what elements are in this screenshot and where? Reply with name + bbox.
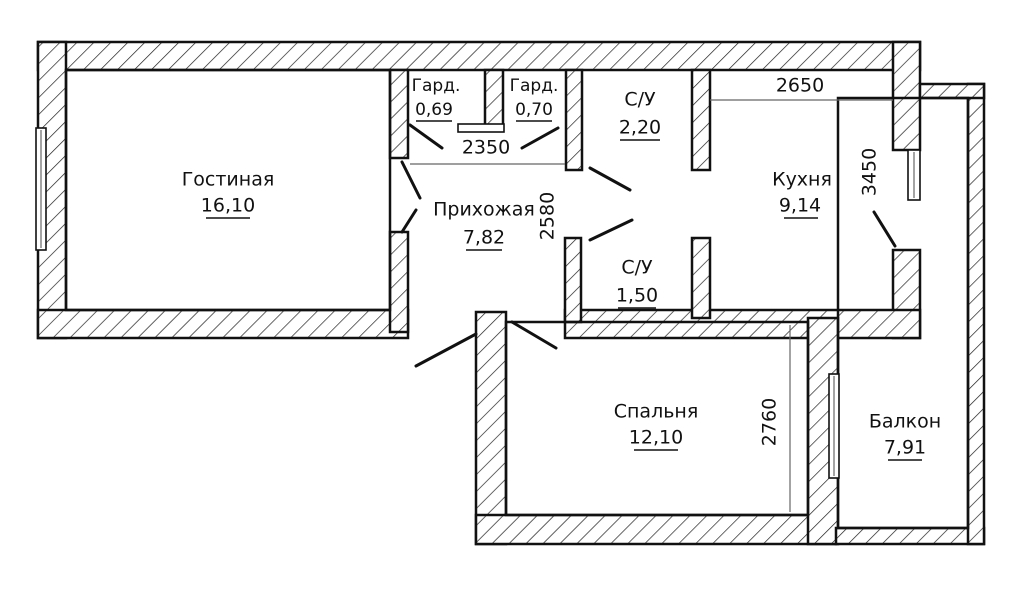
- wall-bath2-right: [690, 236, 712, 320]
- wall-bath2-left: [563, 236, 583, 324]
- wall-balcony-bottom: [834, 526, 986, 546]
- room-outlines: [64, 68, 970, 530]
- walls: [36, 40, 986, 546]
- wardrobe1-area: 0,69: [415, 100, 453, 120]
- windows: [35, 127, 921, 479]
- door-living: [400, 160, 422, 200]
- wall-right-upper: [891, 40, 922, 152]
- dim-kitchen-width: 2650: [776, 75, 824, 97]
- wall-living-hall-lower: [388, 230, 410, 334]
- door-entrance: [414, 332, 478, 368]
- door-wardrobe1: [408, 123, 444, 150]
- living-outline: [64, 68, 392, 312]
- living-room-name: Гостиная: [182, 169, 275, 191]
- bath2-area: 1,50: [616, 285, 658, 307]
- dim-kitchen-depth: 3450: [859, 148, 881, 196]
- wall-kitchen-bottom: [563, 308, 922, 340]
- door-living-2: [400, 208, 418, 234]
- bath1-name: С/У: [624, 89, 656, 111]
- wall-living-bottom: [36, 308, 410, 340]
- door-bath1: [588, 166, 632, 192]
- door-kitchen: [872, 210, 897, 248]
- wardrobe2-area: 0,70: [515, 100, 553, 120]
- door-wardrobe-frame: [457, 123, 505, 133]
- hall-name: Прихожая: [433, 199, 535, 221]
- bedroom-name: Спальня: [614, 401, 699, 423]
- dim-hall-width: 2350: [462, 137, 510, 159]
- doors: [400, 123, 897, 368]
- wall-living-hall-upper: [388, 68, 410, 160]
- wardrobe2-name: Гард.: [510, 76, 559, 96]
- bedroom-outline: [504, 320, 810, 517]
- bedroom-area: 12,10: [629, 427, 683, 449]
- wall-balcony-right: [966, 82, 986, 546]
- wall-bedroom-bottom: [474, 513, 838, 546]
- wall-bath1-kitchen: [690, 68, 712, 172]
- wall-bath1-left: [564, 68, 584, 172]
- door-bedroom: [510, 320, 558, 350]
- living-room-area: 16,10: [201, 195, 255, 217]
- wall-wardrobe-divider: [483, 68, 505, 130]
- wardrobe1-name: Гард.: [412, 76, 461, 96]
- wall-balcony-top: [918, 82, 986, 100]
- balcony-name: Балкон: [869, 411, 941, 433]
- kitchen-name: Кухня: [772, 169, 832, 191]
- kitchen-area: 9,14: [779, 195, 821, 217]
- bath1-area: 2,20: [619, 117, 661, 139]
- door-wardrobe2: [520, 126, 560, 150]
- dim-bedroom-depth: 2760: [759, 398, 781, 446]
- bath2-name: С/У: [621, 257, 653, 279]
- balcony-outline: [836, 96, 970, 530]
- wall-top: [36, 40, 922, 72]
- labels: Гостиная 16,10 Прихожая 7,82 Гард. 0,69 …: [182, 75, 941, 461]
- hall-area: 7,82: [463, 227, 505, 249]
- door-bath2: [588, 218, 634, 242]
- balcony-area: 7,91: [884, 437, 926, 459]
- wall-bedroom-left: [474, 310, 508, 546]
- dim-hall-depth: 2580: [537, 192, 559, 240]
